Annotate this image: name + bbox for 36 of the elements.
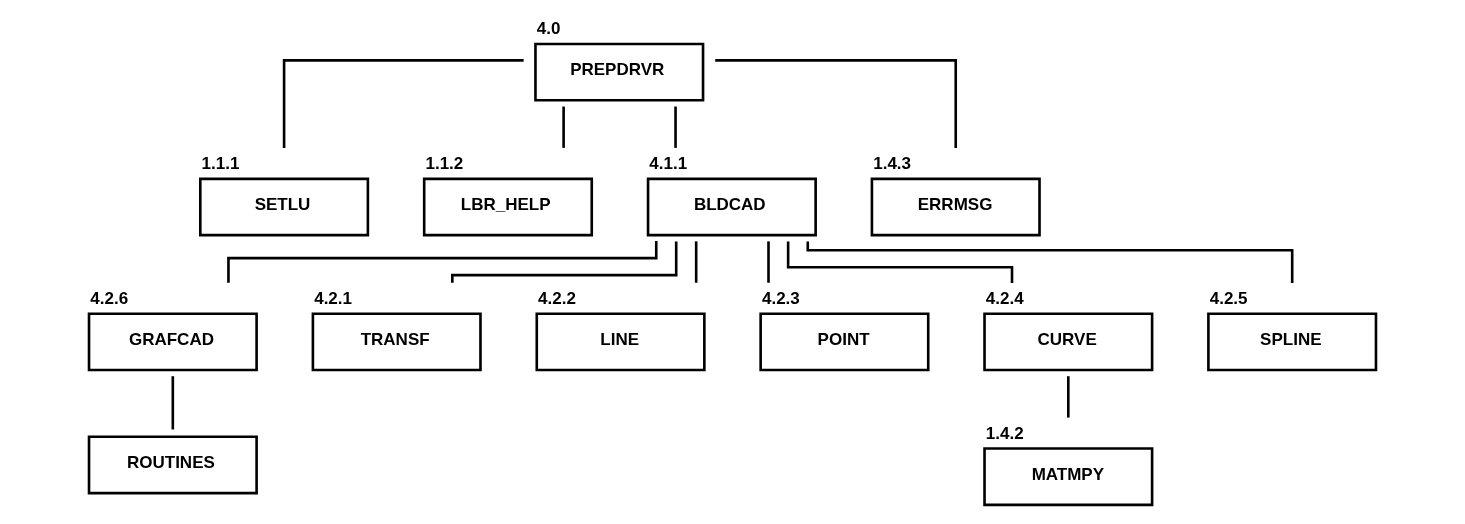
connector [715, 59, 958, 148]
node-box: POINT [759, 312, 930, 372]
node-box: BLDCAD [646, 177, 817, 237]
node-label: 4.0 [536, 19, 561, 39]
node-box: LINE [535, 312, 706, 372]
node-label: 4.2.5 [1209, 288, 1248, 308]
connector [806, 241, 1294, 283]
node-label: 1.4.2 [985, 423, 1024, 443]
node-label: 4.2.6 [90, 288, 129, 308]
connector [562, 106, 565, 148]
node-box: MATMPY [983, 447, 1154, 507]
node-box: TRANSF [311, 312, 482, 372]
connector [227, 241, 658, 283]
node-label: 1.1.2 [425, 153, 464, 173]
node-box: LBR_HELP [422, 177, 594, 237]
node-box: ERRMSG [870, 177, 1041, 237]
node-box: SPLINE [1207, 312, 1378, 372]
connector [282, 59, 524, 148]
node-box: CURVE [983, 312, 1154, 372]
node-label: 4.2.3 [761, 288, 800, 308]
node-label: 4.1.1 [649, 153, 688, 173]
connector [171, 376, 175, 430]
connector [451, 241, 678, 283]
node-label: 4.2.2 [538, 288, 576, 308]
node-label: 1.1.1 [201, 153, 240, 173]
node-label: 4.2.4 [985, 288, 1024, 308]
node-label: 4.2.1 [314, 288, 353, 308]
node-label: 1.4.3 [873, 153, 912, 173]
node-box: SETLU [199, 177, 370, 237]
node-box: PREPDRVR [534, 42, 705, 102]
connector [767, 241, 770, 283]
node-box: GRAFCAD [87, 312, 258, 372]
connector [694, 241, 698, 283]
connector [674, 106, 677, 148]
node-box: ROUTINES [87, 435, 258, 495]
connector [1067, 376, 1070, 418]
